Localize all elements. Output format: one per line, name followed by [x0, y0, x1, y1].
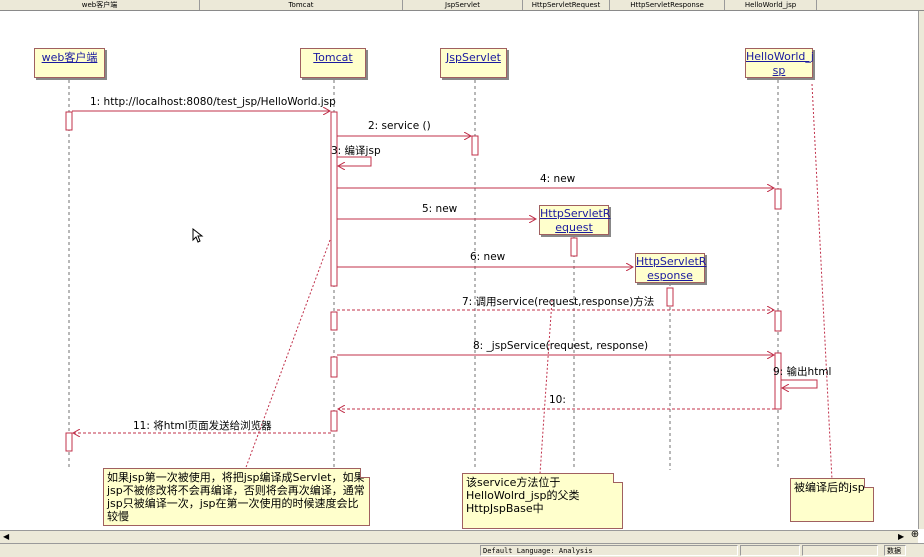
note-fold-corner	[864, 478, 874, 488]
header-col-tomcat[interactable]: Tomcat	[200, 0, 403, 10]
note-service-line-1: 该service方法位于	[466, 476, 561, 489]
note-compiled-jsp[interactable]: 被编译后的jsp	[790, 478, 874, 522]
actor-response-label-1: HttpServletR	[636, 255, 707, 268]
message-4-label[interactable]: 4: new	[540, 173, 576, 185]
message-2-label[interactable]: 2: service ()	[368, 120, 431, 132]
status-empty-2	[802, 545, 878, 556]
note-1-anchor	[244, 239, 331, 471]
sequence-diagram-canvas	[65, 80, 833, 481]
activation-response	[666, 287, 674, 307]
zoom-corner-icon[interactable]: ⊕	[910, 529, 920, 540]
message-5-label[interactable]: 5: new	[422, 203, 458, 215]
status-empty-1	[740, 545, 800, 556]
message-3-arrow	[337, 156, 372, 166]
message-7-label[interactable]: 7: 调用service(request,response)方法	[462, 296, 655, 308]
diagram-header: web客户端 Tomcat JspServlet HttpServletRequ…	[0, 0, 924, 11]
note-2-anchor	[539, 299, 553, 475]
note-fold-corner	[360, 468, 370, 478]
activation-request	[570, 237, 578, 257]
status-language: Default Language: Analysis	[480, 545, 738, 556]
actor-tomcat[interactable]: Tomcat	[300, 48, 366, 78]
actor-helloworld-label-1: HelloWorld_j	[746, 50, 814, 63]
note-jsp-compile-text: 如果jsp第一次被使用，将把jsp编译成Servlet，如果jsp不被修改将不会…	[107, 471, 365, 523]
note-service-line-2: HelloWolrd_jsp的父类	[466, 489, 580, 502]
activation-helloworld-1	[774, 188, 782, 210]
header-col-web-client[interactable]: web客户端	[0, 0, 200, 10]
actor-jspservlet-label: JspServlet	[446, 51, 501, 64]
scroll-right-arrow-icon[interactable]: ▶	[898, 532, 905, 541]
activation-tomcat-4	[330, 410, 338, 432]
note-compiled-jsp-text: 被编译后的jsp	[794, 481, 865, 494]
header-col-request[interactable]: HttpServletRequest	[523, 0, 610, 10]
actor-tomcat-label: Tomcat	[313, 51, 353, 64]
message-3-label[interactable]: 3: 编译jsp	[331, 145, 381, 157]
status-bar: Default Language: Analysis 数据	[0, 543, 924, 557]
mouse-cursor-icon	[192, 228, 204, 243]
actor-web-client-label: web客户端	[41, 51, 98, 64]
horizontal-scrollbar[interactable]: ◀ ▶	[0, 530, 918, 543]
actor-httpservletresponse[interactable]: HttpServletR esponse	[635, 253, 707, 283]
message-9-label[interactable]: 9: 输出html	[773, 366, 832, 378]
header-col-jspservlet[interactable]: JspServlet	[403, 0, 523, 10]
message-9-arrow	[781, 379, 818, 388]
actor-response-label-2: esponse	[647, 269, 693, 282]
header-col-response[interactable]: HttpServletResponse	[610, 0, 725, 10]
actor-web-client[interactable]: web客户端	[34, 48, 105, 78]
actor-httpservletrequest[interactable]: HttpServletR equest	[539, 205, 611, 235]
message-8-label[interactable]: 8: _jspService(request, response)	[473, 340, 649, 352]
actor-request-label-1: HttpServletR	[540, 207, 611, 220]
scroll-left-arrow-icon[interactable]: ◀	[3, 532, 10, 541]
status-mode: 数据	[884, 545, 906, 556]
actor-helloworld-label-2: sp	[772, 64, 786, 77]
message-10-label[interactable]: 10:	[549, 394, 566, 406]
activation-tomcat-3	[330, 356, 338, 378]
message-1-label[interactable]: 1: http://localhost:8080/test_jsp/HelloW…	[90, 96, 336, 108]
activation-helloworld-3	[774, 352, 782, 410]
message-11-label[interactable]: 11: 将html页面发送给浏览器	[133, 420, 272, 432]
header-col-helloworld[interactable]: HelloWorld_jsp	[725, 0, 817, 10]
note-jsp-compile[interactable]: 如果jsp第一次被使用，将把jsp编译成Servlet，如果jsp不被修改将不会…	[103, 468, 370, 526]
vertical-scrollbar[interactable]	[918, 11, 924, 529]
note-3-anchor	[811, 83, 833, 481]
actor-jspservlet[interactable]: JspServlet	[440, 48, 507, 78]
activation-web-1	[65, 111, 73, 131]
activation-tomcat-2	[330, 311, 338, 331]
activation-jspservlet	[471, 135, 479, 156]
activation-tomcat-1	[330, 111, 338, 287]
note-fold-corner	[613, 473, 623, 483]
activation-web-2	[65, 432, 73, 452]
message-6-label[interactable]: 6: new	[470, 251, 506, 263]
actor-request-label-2: equest	[555, 221, 593, 234]
activation-helloworld-2	[774, 310, 782, 332]
actor-helloworld-jsp[interactable]: HelloWorld_j sp	[745, 48, 814, 78]
note-service-line-3: HttpJspBase中	[466, 502, 544, 515]
note-service-method[interactable]: 该service方法位于 HelloWolrd_jsp的父类 HttpJspBa…	[462, 473, 623, 529]
